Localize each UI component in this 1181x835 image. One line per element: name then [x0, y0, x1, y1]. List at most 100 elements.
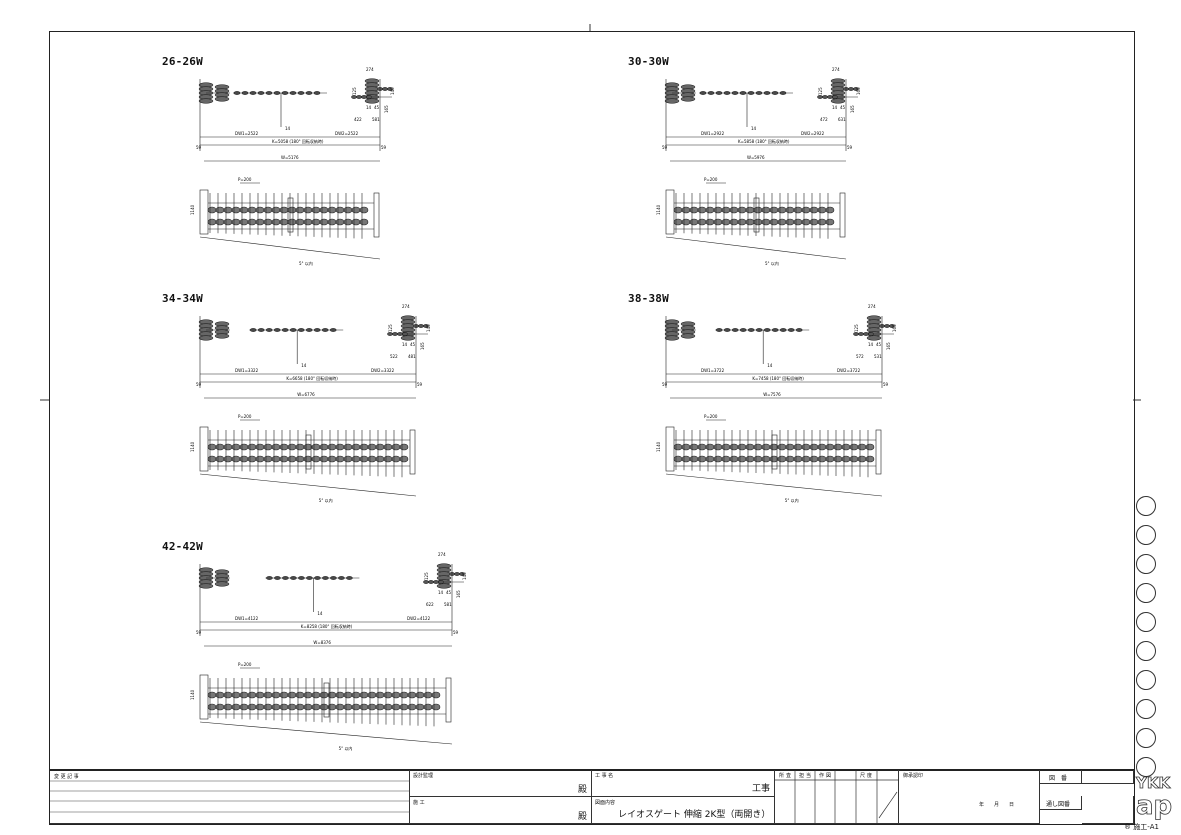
lattice-link — [383, 443, 393, 451]
header-1: 所 — [779, 773, 785, 779]
lattice-link — [697, 443, 707, 451]
k-text: K=7458 (180° 回転収納時) — [752, 375, 804, 381]
drawing-label: 26-26W — [162, 55, 203, 68]
plan-link — [832, 95, 838, 99]
lattice-link — [673, 455, 683, 463]
lattice-link — [255, 218, 265, 226]
plan-link — [848, 87, 854, 91]
lattice-link — [295, 455, 305, 463]
lattice-link — [327, 218, 337, 226]
lattice-link — [351, 218, 361, 226]
lattice-link — [231, 703, 241, 711]
lattice-link — [713, 218, 723, 226]
dim-offset2: 581 — [444, 602, 452, 607]
dim-165: 165 — [456, 590, 461, 598]
lattice-link — [223, 691, 233, 699]
dim-14: 14 — [868, 342, 874, 347]
header-2: 査 — [786, 773, 792, 779]
lattice-link — [287, 455, 297, 463]
lattice-link — [407, 703, 417, 711]
dim-59-right: 59 — [381, 145, 387, 150]
dim-59-left: 59 — [662, 145, 668, 150]
dw1-text: DW1=3722 — [701, 368, 725, 373]
lattice-link — [399, 455, 409, 463]
lattice-link — [279, 691, 289, 699]
p-text: P=200 — [704, 414, 718, 419]
gate-post — [839, 192, 846, 238]
lattice-link — [359, 206, 369, 214]
dim-274: 274 — [366, 67, 374, 72]
plan-link — [428, 580, 434, 584]
svg-text:ap: ap — [1136, 791, 1172, 821]
plan-link — [868, 332, 874, 336]
w-text: W=6776 — [297, 392, 315, 397]
lattice-link — [697, 206, 707, 214]
lattice-link — [673, 443, 683, 451]
lattice-link — [375, 703, 385, 711]
lattice-link — [801, 206, 811, 214]
plan-link — [356, 95, 362, 99]
drawing-label: 30-30W — [628, 55, 669, 68]
lattice-link — [777, 206, 787, 214]
post-segment — [664, 98, 680, 104]
lattice-link — [769, 206, 779, 214]
lattice-link — [761, 455, 771, 463]
dim-14c: 14 — [301, 363, 307, 368]
lattice-link — [335, 443, 345, 451]
lattice-link — [761, 443, 771, 451]
lattice-link — [287, 206, 297, 214]
lattice-link — [335, 206, 345, 214]
lattice-link — [423, 703, 433, 711]
plan-link — [433, 580, 439, 584]
slope-text: 5° 以内 — [319, 497, 333, 503]
lattice-link — [295, 443, 305, 451]
lattice-link — [721, 443, 731, 451]
lattice-link — [817, 443, 827, 451]
center-stopper — [753, 197, 760, 233]
dim-right: 145 — [426, 324, 431, 332]
lattice-link — [681, 218, 691, 226]
lattice-link — [359, 443, 369, 451]
center-stopper — [323, 682, 330, 718]
post-segment — [866, 335, 882, 341]
lattice-link — [295, 703, 305, 711]
drawing-content-box: 図面内容 レイオスゲート 伸縮 2K型（両開き） — [592, 797, 775, 824]
header-5: 作 — [819, 773, 825, 779]
lattice-link — [375, 455, 385, 463]
lattice-link — [311, 455, 321, 463]
post-segment — [400, 335, 416, 341]
lattice-link — [263, 218, 273, 226]
dim-14: 14 — [366, 105, 372, 110]
lattice-link — [287, 443, 297, 451]
lattice-link — [279, 206, 289, 214]
lattice-link — [777, 218, 787, 226]
drawing-no-label: 図 番 — [1049, 775, 1068, 782]
lattice-link — [215, 218, 225, 226]
dim-14: 14 — [438, 590, 444, 595]
lattice-link — [769, 218, 779, 226]
lattice-link — [239, 455, 249, 463]
lattice-link — [255, 455, 265, 463]
lattice-link — [383, 691, 393, 699]
w-text: W=5176 — [281, 155, 299, 160]
slope-text: 5° 以内 — [765, 260, 779, 266]
lattice-link — [865, 455, 875, 463]
drawing-no-value — [1082, 770, 1134, 784]
lattice-link — [351, 691, 361, 699]
lattice-link — [825, 218, 835, 226]
lattice-link — [793, 218, 803, 226]
lattice-link — [865, 443, 875, 451]
lattice-link — [359, 703, 369, 711]
lattice-link — [697, 218, 707, 226]
plan-link — [418, 324, 424, 328]
lattice-link — [287, 703, 297, 711]
dim-14c: 14 — [285, 126, 291, 131]
post-segment — [214, 581, 230, 587]
lattice-link — [801, 455, 811, 463]
lattice-link — [359, 691, 369, 699]
lattice-link — [223, 455, 233, 463]
